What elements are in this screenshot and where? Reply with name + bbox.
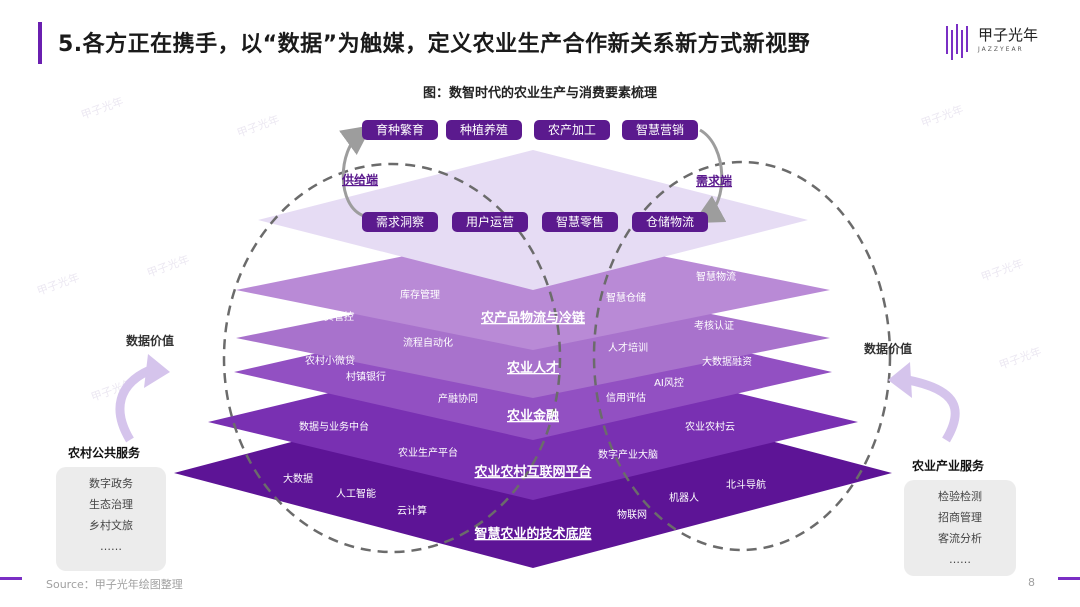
loop-chip-label: 需求洞察 — [376, 215, 424, 229]
data-value-right-label: 数据价值 — [864, 342, 913, 356]
loop-arrow-left — [339, 125, 373, 218]
supply-dashed-circle — [222, 162, 562, 554]
loop-chip-label: 农产加工 — [548, 123, 596, 137]
left-arrow-head — [144, 354, 170, 388]
layer-item: 人才培训 — [608, 341, 648, 354]
footer-accent-left — [0, 577, 22, 580]
layer-item: 产融协同 — [438, 392, 478, 405]
demand-side-label: 需求端 — [696, 173, 732, 188]
layer-name: 农产品物流与冷链 — [480, 310, 586, 326]
demand-dashed-circle — [592, 160, 892, 552]
source-note: Source：甲子光年绘图整理 — [46, 578, 183, 591]
supply-side-label: 供给端 — [341, 172, 378, 187]
loop-chip-label: 种植养殖 — [460, 122, 508, 137]
layer-item: 农业农村云 — [685, 420, 735, 433]
layer-item: 数字产业大脑 — [598, 448, 658, 461]
left-curved-arrow — [115, 365, 152, 443]
loop-chip: 仓储物流 — [632, 212, 708, 232]
loop-chip-label: 用户运营 — [466, 214, 514, 229]
left-box-title: 农村公共服务 — [68, 446, 141, 460]
logo-name: 甲子光年 — [978, 26, 1039, 44]
loop-chip: 种植养殖 — [446, 120, 522, 140]
page-number: 8 — [1028, 576, 1035, 589]
layer-item: 信用评估 — [606, 391, 646, 404]
right-box-title: 农业产业服务 — [912, 459, 985, 473]
loop-chip: 智慧营销 — [622, 120, 698, 140]
list-item: 乡村文旅 — [89, 519, 133, 532]
layer-item: 流程自动化 — [403, 336, 453, 349]
loop-chip: 智慧零售 — [542, 212, 618, 232]
loop-chip-label: 仓储物流 — [646, 214, 694, 229]
list-item: 客流分析 — [938, 532, 982, 545]
layer-item: 农村小微贷 — [305, 354, 355, 367]
title-accent-bar — [38, 22, 42, 64]
list-item: 招商管理 — [938, 511, 982, 524]
loop-chip: 农产加工 — [534, 120, 610, 140]
loop-chip: 育种繁育 — [362, 120, 438, 140]
data-value-left-label: 数据价值 — [126, 334, 175, 348]
footer-accent-right — [1058, 577, 1080, 580]
layer-item: 机器人 — [669, 491, 699, 504]
layer-name: 智慧农业的技术底座 — [474, 526, 591, 542]
right-curved-arrow — [907, 375, 960, 443]
layer-item: 村镇银行 — [346, 370, 386, 383]
layer-item: 云计算 — [397, 504, 427, 517]
list-item: 检验检测 — [938, 490, 982, 503]
agri-industry-service-box: 检验检测 招商管理 客流分析 …… — [904, 480, 1016, 576]
list-item: …… — [949, 553, 971, 566]
layer-name: 农业金融 — [506, 408, 559, 424]
layer-item: 考核认证 — [694, 319, 734, 332]
list-item: …… — [100, 540, 122, 553]
logo-bars-icon — [946, 24, 968, 60]
page-title: 5.各方正在携手，以“数据”为触媒，定义农业生产合作新关系新方式新视野 — [58, 32, 811, 57]
layer-item: 大数据融资 — [702, 355, 752, 368]
layer-item: 库存管理 — [400, 288, 440, 301]
layer-item: AI风控 — [654, 376, 684, 389]
list-item: 生态治理 — [89, 498, 133, 511]
layer-item: 大数据 — [283, 472, 313, 485]
loop-chip: 需求洞察 — [362, 212, 438, 232]
figure-title: 图：数智时代的农业生产与消费要素梳理 — [422, 86, 657, 101]
loop-chip: 用户运营 — [452, 212, 528, 232]
brand-logo: 甲子光年 JAZZYEAR — [944, 22, 1044, 68]
layer-name: 农业农村互联网平台 — [473, 464, 591, 480]
loop-arrow-right — [692, 128, 727, 224]
layer-item: 人工智能 — [336, 487, 376, 500]
layer-item: 北斗导航 — [726, 478, 766, 491]
layer-item: 数据与业务中台 — [299, 420, 369, 433]
loop-chip-label: 智慧营销 — [636, 122, 684, 137]
rural-public-service-box: 数字政务 生态治理 乡村文旅 …… — [56, 467, 166, 571]
layer-item: 农业生产平台 — [398, 446, 458, 459]
logo-sub: JAZZYEAR — [978, 46, 1024, 53]
layer-item: 物联网 — [617, 508, 647, 521]
layer-item: 人资管控 — [314, 310, 354, 323]
layer-name: 农业人才 — [506, 360, 559, 376]
loop-chip-label: 育种繁育 — [376, 122, 424, 137]
right-arrow-head — [888, 362, 912, 398]
layer-item: 智慧仓储 — [606, 291, 646, 304]
list-item: 数字政务 — [89, 477, 133, 490]
loop-chip-label: 智慧零售 — [556, 214, 604, 229]
layer-item: 智慧物流 — [696, 270, 736, 283]
